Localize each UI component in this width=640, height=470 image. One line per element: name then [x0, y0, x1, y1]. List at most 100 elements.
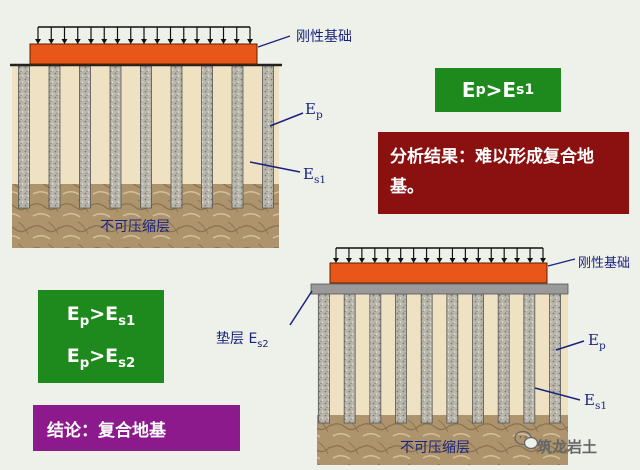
bottom-cushion-sub: s2 [257, 338, 269, 350]
bottom-ep-e: E [588, 331, 599, 349]
load-arrow [397, 248, 404, 263]
pile [231, 65, 244, 209]
compare-line-1: Ep>Es1 [67, 303, 136, 329]
top-es1-sub: s1 [313, 174, 327, 186]
pile [523, 293, 536, 424]
load-arrow [154, 27, 161, 44]
line2-e: E [66, 344, 80, 367]
load-arrow [358, 248, 365, 263]
top-soil-label: 不可压缩层 [100, 219, 170, 235]
pile [262, 65, 274, 209]
bottom-es1-sub: s1 [594, 400, 608, 412]
top-load-arrows [35, 26, 253, 44]
load-arrow [501, 248, 508, 263]
bottom-ep-label: Ep [588, 331, 606, 352]
conclusion-text: 结论：复合地基 [47, 420, 166, 441]
pile [446, 293, 459, 424]
load-arrow [194, 27, 200, 44]
line2-p: p [79, 355, 90, 371]
pile [420, 293, 433, 424]
load-arrow [141, 27, 147, 44]
top-diagram [10, 26, 304, 248]
load-arrow [61, 27, 68, 44]
bottom-diagram [289, 247, 585, 465]
load-arrow [462, 248, 469, 263]
bottom-load-arrows [333, 247, 546, 263]
bottom-es1-e: E [584, 391, 595, 409]
bottom-es1-leader [534, 387, 581, 401]
pile [140, 65, 152, 209]
bottom-ep-sub: p [598, 340, 606, 352]
load-arrow [475, 248, 482, 263]
load-arrow [180, 27, 187, 44]
load-arrow [233, 27, 240, 44]
load-arrow [88, 27, 94, 44]
watermark-text: 筑龙岩土 [537, 438, 598, 456]
bottom-compare-box: Ep>Es1 Ep>Es2 [38, 290, 164, 383]
load-arrow [220, 27, 227, 44]
pile [79, 65, 91, 209]
bottom-es1-label: Es1 [584, 391, 607, 412]
line1-p: p [79, 313, 90, 329]
load-arrow [527, 248, 534, 263]
load-arrow [384, 248, 391, 263]
load-arrow [449, 248, 456, 263]
bottom-cushion-layer [310, 283, 569, 295]
line2-gt: >E [89, 344, 119, 367]
bottom-foundation-label: 刚性基础 [578, 256, 631, 271]
pile [369, 293, 382, 424]
bottom-cushion-label: 垫层 Es2 [216, 328, 269, 350]
bottom-soil-label: 不可压缩层 [400, 440, 470, 456]
pile [549, 293, 561, 424]
top-es1-e: E [303, 165, 314, 183]
load-arrow [127, 27, 134, 44]
bottom-foundation-leader [547, 258, 576, 267]
load-arrow [207, 27, 214, 44]
load-arrow [345, 248, 352, 263]
pile [18, 65, 30, 209]
top-ep-label: Ep [305, 100, 323, 121]
line1-s: s1 [118, 313, 136, 329]
load-arrow [74, 27, 81, 44]
pile [48, 65, 61, 209]
top-ep-e: E [305, 100, 316, 118]
load-arrow [540, 248, 546, 263]
load-arrow [436, 248, 443, 263]
pile [201, 65, 213, 209]
bottom-rigid-foundation [329, 262, 548, 284]
load-arrow [35, 27, 41, 44]
top-piles [18, 65, 274, 209]
bottom-cushion-text: 垫层 E [216, 331, 258, 347]
compare-line-2: Ep>Es2 [67, 345, 136, 371]
top-rigid-foundation [29, 43, 258, 65]
pile [170, 65, 183, 209]
top-es1-leader [249, 161, 301, 173]
line2-s: s2 [118, 355, 136, 371]
top-ep-sub: p [315, 109, 323, 121]
line1-gt: >E [89, 302, 119, 325]
load-arrow [101, 27, 108, 44]
wechat-icon [514, 430, 539, 450]
pile [497, 293, 510, 424]
load-arrow [114, 27, 121, 44]
pile [318, 293, 330, 424]
line1-e: E [66, 302, 80, 325]
pile [109, 65, 122, 209]
top-compare-gt: >E [485, 78, 517, 102]
pile [472, 293, 484, 424]
pile [395, 293, 407, 424]
bottom-cushion-leader [289, 290, 313, 326]
load-arrow [514, 248, 521, 263]
top-compare-s1: s1 [516, 82, 535, 98]
load-arrow [247, 27, 253, 44]
load-arrow [48, 27, 55, 44]
load-arrow [333, 248, 339, 263]
pile [343, 293, 356, 424]
load-arrow [167, 27, 174, 44]
bottom-ep-leader [555, 340, 585, 351]
top-compare-e: E [461, 78, 476, 102]
load-arrow [371, 248, 378, 263]
top-es1-label: Es1 [303, 165, 326, 186]
